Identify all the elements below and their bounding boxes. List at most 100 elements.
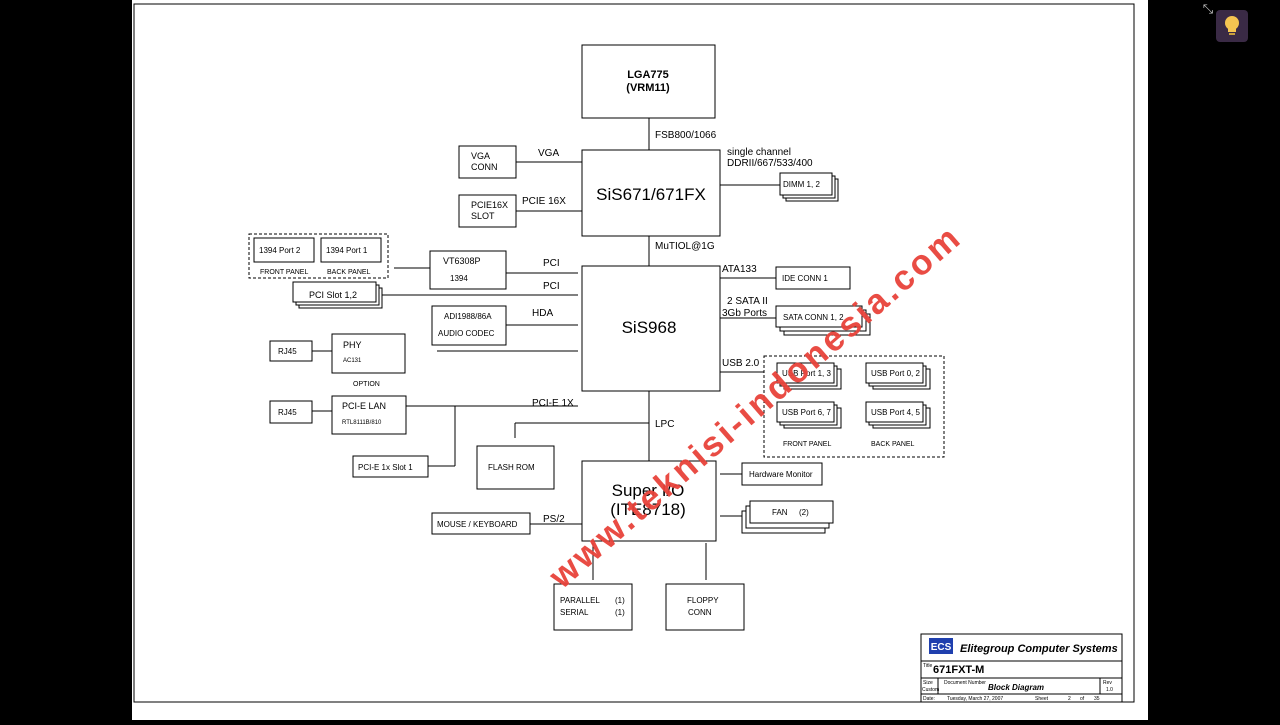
back-panel-1394-label: BACK PANEL [327, 269, 371, 276]
exit-fullscreen-icon[interactable]: ⤡ [1202, 1, 1214, 16]
ata133-label: ATA133 [722, 264, 757, 275]
ecs-logo-text: ECS [931, 642, 952, 653]
connector-lines [312, 118, 780, 580]
serial-label: SERIAL [560, 608, 589, 617]
port-1394-2: 1394 Port 2 [259, 246, 301, 255]
vga-conn-label-1: VGA [471, 151, 490, 161]
sheet-number: 2 [1068, 696, 1071, 702]
pcie16x-slot-block: PCIE16X SLOT [458, 194, 517, 228]
audio-codec-label: AUDIO CODEC [438, 329, 495, 338]
rj45-block-2: RJ45 [269, 400, 313, 424]
usb-port-1-3: USB Port 1, 3 [782, 369, 831, 378]
ide-connector-block: IDE CONN 1 [775, 266, 851, 290]
pcie-1x-slot-label: PCI-E 1x Slot 1 [358, 463, 413, 472]
document-number: Block Diagram [988, 683, 1044, 692]
usb-port-group: USB Port 1, 3 USB Port 0, 2 USB Port 6, … [763, 355, 945, 458]
usb-port-0-2: USB Port 0, 2 [871, 369, 920, 378]
floppy-connector-block: FLOPPY CONN [665, 583, 745, 631]
size-value: Custom [922, 687, 939, 693]
doc-field-label: Document Number [944, 680, 986, 686]
ieee1394-port-group: 1394 Port 2 1394 Port 1 FRONT PANEL BACK… [248, 233, 389, 279]
pcie-lan-label: PCI-E LAN [342, 401, 386, 411]
parallel-count: (1) [615, 596, 625, 605]
lightbulb-icon [1225, 16, 1239, 35]
usb-front-panel-label: FRONT PANEL [783, 441, 831, 448]
parallel-label: PARALLEL [560, 596, 600, 605]
parallel-serial-block: PARALLEL SERIAL (1) (1) [553, 583, 633, 631]
pcie16x-bus-label: PCIE 16X [522, 196, 566, 207]
sata-conn-label: SATA CONN 1, 2 [783, 313, 844, 322]
memory-channel-label: single channel [727, 147, 791, 158]
pci-slot-label: PCI Slot 1,2 [309, 290, 357, 300]
pcie16x-label-1: PCIE16X [471, 200, 508, 210]
ide-conn-label: IDE CONN 1 [782, 274, 828, 283]
pci-slot-block: PCI Slot 1,2 [292, 281, 383, 309]
pci-bus-label-1: PCI [543, 258, 560, 269]
size-field-label: Size [923, 680, 933, 686]
flash-rom-block: FLASH ROM [476, 445, 555, 490]
dimm-block: DIMM 1, 2 [779, 172, 839, 202]
fan-block: FAN (2) [741, 500, 834, 534]
vga-conn-label-2: CONN [471, 162, 498, 172]
fsb-label: FSB800/1066 [655, 130, 717, 141]
sata-speed-label: 3Gb Ports [722, 308, 767, 319]
rj45-label-1: RJ45 [278, 347, 297, 356]
revision-value: 1.0 [1106, 687, 1113, 693]
usb-back-panel-label: BACK PANEL [871, 441, 915, 448]
board-title: 671FXT-M [933, 664, 984, 676]
northbridge-block: SiS671/671FX [581, 149, 721, 237]
mouse-keyboard-label: MOUSE / KEYBOARD [437, 520, 518, 529]
northbridge-label: SiS671/671FX [596, 185, 706, 204]
cpu-vrm-label: (VRM11) [626, 82, 670, 94]
vt6308p-block: VT6308P 1394 [429, 250, 507, 290]
cpu-block: LGA775 (VRM11) [581, 44, 716, 119]
floppy-conn-label: CONN [688, 608, 712, 617]
audio-codec-block: ADI1988/86A AUDIO CODEC [431, 305, 507, 346]
front-panel-1394-label: FRONT PANEL [260, 269, 308, 276]
block-diagram: LGA775 (VRM11) SiS671/671FX SiS968 Super… [133, 3, 1135, 703]
usb-port-6-7: USB Port 6, 7 [782, 408, 831, 417]
lpc-bus-label: LPC [655, 419, 674, 430]
rj45-block-1: RJ45 [269, 340, 313, 362]
serial-count: (1) [615, 608, 625, 617]
superio-block: Super I/O (ITE8718) [581, 460, 717, 542]
hardware-monitor-block: Hardware Monitor [741, 462, 823, 486]
title-field-label: Title [923, 663, 932, 669]
hda-bus-label: HDA [532, 308, 553, 319]
vt6308p-label: VT6308P [443, 256, 481, 266]
pcie-1x-slot-block: PCI-E 1x Slot 1 [352, 455, 429, 478]
ps2-bus-label: PS/2 [543, 514, 565, 525]
superio-chip-label: (ITE8718) [610, 500, 686, 519]
sheet-border [133, 3, 1135, 703]
pci-bus-label-2: PCI [543, 281, 560, 292]
vga-connector-block: VGA CONN [458, 145, 517, 179]
date-field-label: Date: [923, 696, 935, 702]
schematic-sheet: LGA775 (VRM11) SiS671/671FX SiS968 Super… [132, 0, 1148, 720]
pcie-lan-block: PCI-E LAN RTL8111B/810 [331, 395, 407, 435]
pcie1x-bus-label: PCI-E 1X [532, 398, 574, 409]
title-block: ECS Elitegroup Computer Systems Title 67… [920, 633, 1123, 703]
memory-speed-label: DDRII/667/533/400 [727, 158, 813, 169]
phy-block: PHY AC131 [331, 333, 406, 374]
sata-connector-block: SATA CONN 1, 2 [775, 305, 871, 336]
southbridge-label: SiS968 [622, 318, 677, 337]
phy-label: PHY [343, 340, 362, 350]
fan-label: FAN [772, 508, 788, 517]
mutiol-label: MuTIOL@1G [655, 241, 715, 252]
flash-rom-label: FLASH ROM [488, 463, 535, 472]
vt6308p-1394-label: 1394 [450, 274, 468, 283]
usb20-label: USB 2.0 [722, 358, 760, 369]
southbridge-block: SiS968 [581, 265, 721, 392]
date-value: Tuesday, March 27, 2007 [947, 696, 1003, 702]
sheet-field-label: Sheet [1035, 696, 1049, 702]
fan-count: (2) [799, 508, 809, 517]
of-field-label: of [1080, 696, 1085, 702]
vga-bus-label: VGA [538, 148, 559, 159]
port-1394-1: 1394 Port 1 [326, 246, 368, 255]
rj45-label-2: RJ45 [278, 408, 297, 417]
pcie-lan-chip: RTL8111B/810 [342, 420, 382, 426]
company-name: Elitegroup Computer Systems [960, 643, 1118, 655]
hint-button[interactable] [1216, 10, 1248, 42]
bus-labels: FSB800/1066 VGA PCIE 16X single channel … [522, 130, 813, 525]
superio-label: Super I/O [612, 481, 685, 500]
